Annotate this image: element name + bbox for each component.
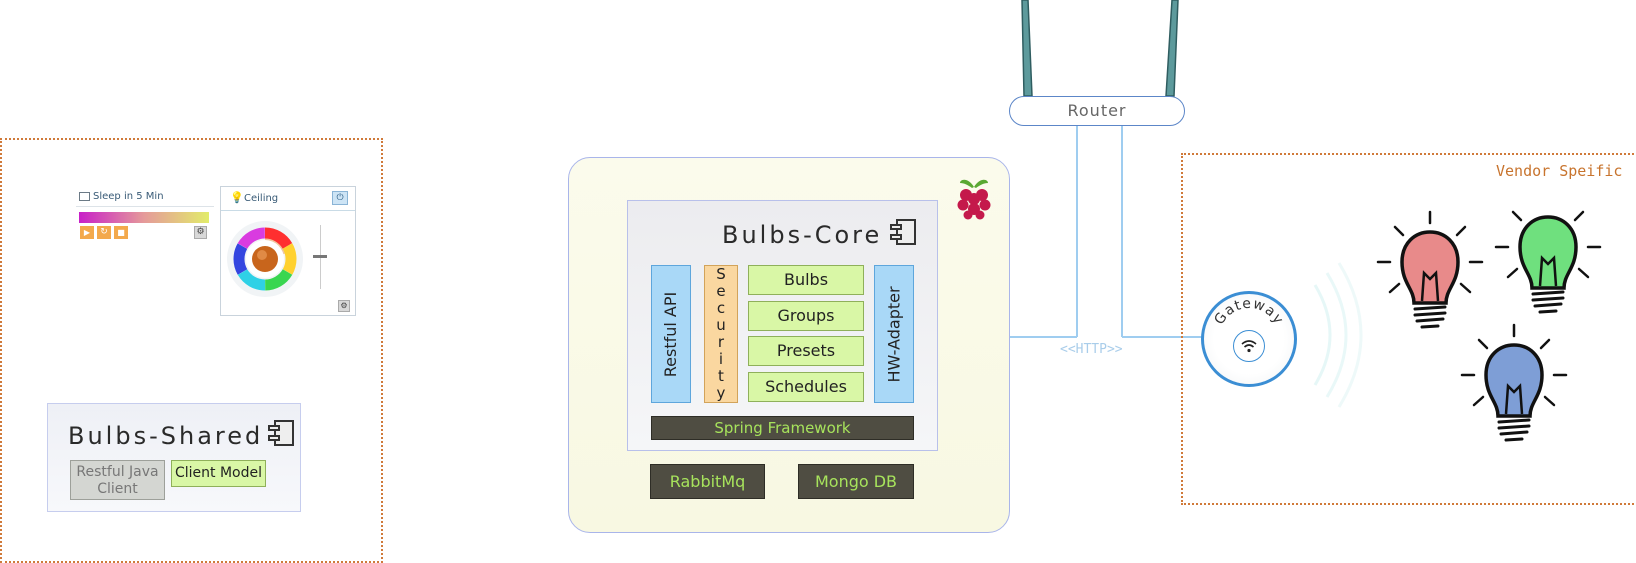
raspberry-pi-icon xyxy=(957,179,991,220)
gateway-label: Gateway xyxy=(1211,296,1285,328)
mongodb-box: Mongo DB xyxy=(798,464,914,499)
bulbs-shared-component: Bulbs-Shared Restful Java Client Client … xyxy=(47,403,301,512)
svg-text:Gateway: Gateway xyxy=(1211,296,1286,328)
gear-icon[interactable]: ⚙ xyxy=(194,226,207,239)
bulbs-core-title: Bulbs-Core xyxy=(722,221,883,249)
restful-java-client-line2: Client xyxy=(97,481,138,497)
restful-api-layer: Restful API xyxy=(651,265,691,403)
gear-icon[interactable]: ⚙ xyxy=(338,300,350,312)
gateway-label-arc: Gateway xyxy=(1211,296,1286,328)
security-letter: e xyxy=(716,282,726,300)
smart-bulbs-illustration xyxy=(1376,210,1602,442)
bulb-icon xyxy=(1376,210,1484,329)
power-icon[interactable]: ⏻ xyxy=(332,191,348,205)
security-letter: r xyxy=(717,333,725,351)
security-layer: S e c u r i t y xyxy=(704,265,738,403)
security-letter: i xyxy=(718,350,724,368)
component-icon xyxy=(890,219,916,245)
rabbitmq-box: RabbitMq xyxy=(650,464,765,499)
ceiling-header-divider xyxy=(221,210,355,211)
module-schedules: Schedules xyxy=(748,372,864,402)
security-letter: u xyxy=(716,316,726,334)
spring-framework-bar: Spring Framework xyxy=(651,416,914,440)
color-gradient-bar[interactable] xyxy=(79,212,209,223)
security-letter: y xyxy=(716,384,726,402)
http-protocol-label: <<HTTP>> xyxy=(1060,342,1123,357)
sleep-widget: Sleep in 5 Min ▶ ↻ ■ ⚙ xyxy=(72,188,214,244)
router-antennas xyxy=(1021,0,1179,97)
color-wheel[interactable] xyxy=(225,215,309,299)
restful-java-client: Restful Java Client xyxy=(70,460,165,500)
bulbs-core-component: Bulbs-Core Restful API S e c u r i t y B… xyxy=(627,200,938,451)
sleep-divider xyxy=(76,206,214,207)
security-label: S e c u r i t y xyxy=(716,266,726,402)
security-letter: t xyxy=(718,367,724,385)
stop-icon[interactable]: ■ xyxy=(114,226,128,239)
security-letter: c xyxy=(716,299,726,317)
bulbs-shared-title: Bulbs-Shared xyxy=(68,422,264,450)
wifi-icon xyxy=(1233,330,1265,362)
gateway: Gateway xyxy=(1201,291,1297,387)
restful-api-label: Restful API xyxy=(661,291,681,377)
vendor-area-label: Vendor Speific xyxy=(1496,162,1623,180)
bulb-icon xyxy=(1494,210,1602,314)
vendor-area-boundary xyxy=(1181,153,1636,505)
module-groups: Groups xyxy=(748,301,864,331)
ceiling-widget: 💡 Ceiling ⏻ ⚙ xyxy=(220,186,356,316)
module-presets: Presets xyxy=(748,336,864,366)
sleep-widget-title: Sleep in 5 Min xyxy=(93,191,164,202)
ceiling-widget-title: Ceiling xyxy=(244,193,279,204)
client-model: Client Model xyxy=(171,460,266,487)
refresh-icon[interactable]: ↻ xyxy=(97,226,111,239)
router: Router xyxy=(1009,96,1185,126)
module-bulbs: Bulbs xyxy=(748,265,864,295)
image-icon xyxy=(79,192,90,201)
bulb-icon: 💡 xyxy=(230,191,244,204)
bulb-icon xyxy=(1460,323,1568,442)
security-letter: S xyxy=(716,265,726,283)
brightness-slider-handle[interactable] xyxy=(313,255,327,258)
gateway-signal-waves xyxy=(1313,262,1363,408)
restful-java-client-line1: Restful Java xyxy=(76,464,159,480)
hw-adapter-layer: HW-Adapter xyxy=(874,265,914,403)
hw-adapter-label: HW-Adapter xyxy=(884,285,904,383)
play-icon[interactable]: ▶ xyxy=(80,226,94,239)
component-icon xyxy=(268,420,294,446)
